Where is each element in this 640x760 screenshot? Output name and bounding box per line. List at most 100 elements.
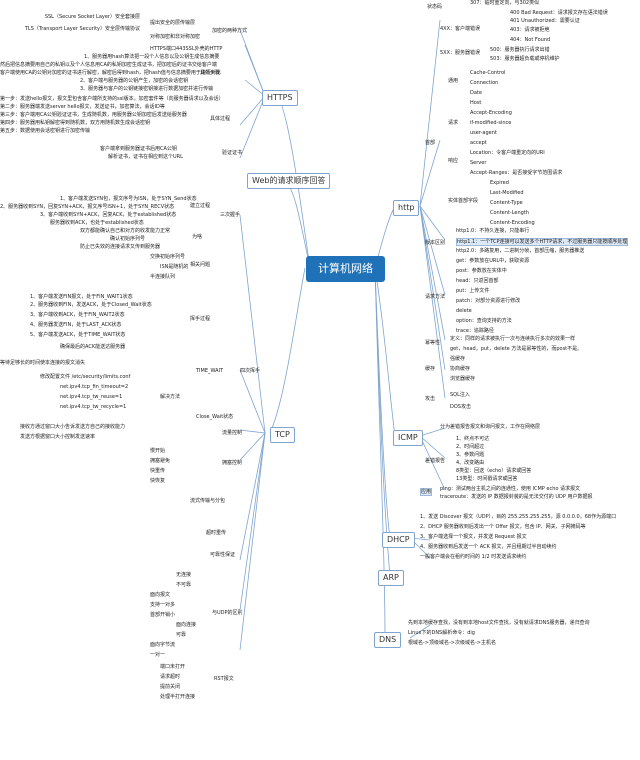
http-q2: Accept-Encoding [470,110,512,116]
tcp-u3: 面向报文 [150,592,171,598]
icmp-e5: 8类型：回送（echo）请求或回答 [456,468,532,474]
https-diff: 加密的两种方式 [212,28,248,34]
http-sc403: 403：请求被拒绝 [510,27,550,33]
http-g2: Connection [470,80,499,86]
http-m7: option：查询支持的方法 [456,318,512,324]
http-m6: delete [456,308,472,314]
icmp-err: 差错报告 [425,458,446,464]
tcp-r2: ISN是随机的 [160,264,189,270]
http-n3: Content-Type [490,200,523,206]
topic-http[interactable]: http [393,200,420,216]
tcp-r3: 半连接队列 [150,274,176,280]
tcp-u5: 首部开销小 [150,612,176,618]
https-c2: 解析证书，证书在相应到这个URL [108,154,183,160]
tcp-cc: 拥塞控制 [222,460,243,466]
tcp-t-3: 面向字节流 [150,642,176,648]
tcp-t4: net.ipv4.tcp_fin_timeout=2 [60,384,129,390]
tcp-s2: 2、服务器收到SYN，回复SYN+ACK，报文序号ISN+1，处于SYN_REC… [0,204,175,210]
http-4xx: 4XX：客户端错误 [440,26,481,32]
http-headers: 首部 [425,140,436,146]
icmp-app: 应用 [420,488,433,496]
tcp-solve: 解决方法 [160,394,181,400]
http-q4: user-agent [470,130,497,136]
topic-web-order[interactable]: Web的请求顺序回答 [247,173,331,189]
https-steps: 具体过程 [210,116,231,122]
http-m2: post：参数放在实体中 [456,268,507,274]
http-g1: Cache-Control [470,70,506,76]
http-v2: http1.1：一个TCP连接可以发送多个HTTP请求，不过服务器只能按顺序处理 [456,238,629,246]
tcp-t3: 修改配置文件 /etc/security/limits.conf [40,374,131,380]
tcp-seq: 流式传输与分包 [190,498,226,504]
tcp-build: 建立过程 [190,203,211,209]
tcp-t2: 等待足够长的时间使本连接的报文消失 [0,360,86,366]
tcp-f4: 4、服务器发送FIN，处于LAST_ACK状态 [30,322,122,328]
dhcp-d5: 一般客户端会在租约时间的 1/2 时发送请求续约 [420,554,527,560]
tcp-r1: 交换初始序列号 [150,254,186,260]
http-m4: put：上传文件 [456,288,490,294]
http-resp: 响应 [448,158,459,164]
tcp-rel: 相关问题 [190,262,211,268]
https-sym: 对称加密和非对称加密 [150,34,201,40]
topic-arp[interactable]: ARP [378,570,404,586]
topic-dns[interactable]: DNS [374,632,402,648]
dns-d3: 根域名->顶级域名->次级域名->主机名 [408,640,496,646]
http-k1: 强缓存 [450,356,466,362]
https-e2: 第二步：服务器端发送server hello报文，发送证书，加密算法，会话ID等 [0,104,165,110]
tcp-rs3: 提前关闭 [160,684,181,690]
http-attack: 攻击 [425,396,436,402]
http-idem: 幂等性 [425,340,441,346]
icmp-e4: 4、改变路由 [456,460,485,466]
http-v1: http1.0：不持久连接，只能串行 [456,228,530,234]
tcp-cc3: 快重传 [150,468,166,474]
http-k2: 协商缓存 [450,366,471,372]
tcp-fl1: 接收方通过窗口大小告诉发送方自己的接收能力 [20,424,126,430]
https-port: HTTPS端口443SSL外壳的HTTP [150,46,223,52]
tcp-why: 为啥 [192,234,203,240]
icmp-e1: 1、终点不可达 [456,436,490,442]
http-q3: if-modified-since [470,120,512,126]
topic-https[interactable]: HTTPS [262,90,298,106]
dhcp-d1: 1、发送 Discover 报文（UDP），目的 255.255.255.255… [420,514,617,520]
https-e5: 第五步：数据使用会话密钥进行加密传输 [0,128,91,134]
tcp-rt: 超时重传 [206,530,227,536]
tcp-fl2: 发送方根据窗口大小控制发送速率 [20,434,96,440]
http-a1: SQL注入 [450,392,470,398]
tcp-cc4: 快恢复 [150,478,166,484]
topic-tcp[interactable]: TCP [270,427,295,443]
root-topic[interactable]: 计算机网络 [306,256,385,282]
http-general: 通用 [448,78,459,84]
tcp-cc1: 慢开始 [150,448,166,454]
https-sec: 提出安全的层传输层 [150,20,196,26]
http-sc400: 400 Bad Request：请求报文存在语法错误 [510,10,608,16]
tcp-w2: 确认初始序列号 [110,236,146,242]
http-k3: 浏览器缓存 [450,376,476,382]
http-ent: 实体首部字段 [448,198,479,204]
tcp-t-2: 可靠 [176,632,187,638]
https-tls: TLS（Transport Layer Security）安全层传输协议 [24,26,140,32]
https-d3: 客户端使用CA的公钥对加密的证书进行解密，解密后得到hash，把hash值与信息… [0,70,221,76]
http-g3: Date [470,90,482,96]
tcp-three: 三次握手 [220,212,241,218]
tcp-close: 挥手过程 [190,316,211,322]
tcp-t6: net.ipv4.tcp_tw_recycle=1 [60,404,127,410]
tcp-lim: 与UDP的区别 [212,610,243,616]
tcp-w1: 双方都能确认自己和对方的收发能力正常 [80,228,171,234]
tcp-u1: 无连接 [176,572,192,578]
icmp-p1: ping：测试两台主机之间的连通性，使用 ICMP echo 请求报文 [440,486,581,492]
dns-d1: 先到本地缓存查找，没有到本地host文件查找，没有就请求DNS服务器，递归查询 [408,620,590,626]
tcp-rs4: 处理半打开连接 [160,694,196,700]
tcp-t-4: 一对一 [150,652,166,658]
http-sc503: 503：服务器超负载或停机维护 [490,56,560,62]
topic-dhcp[interactable]: DHCP [382,532,415,548]
topic-icmp[interactable]: ICMP [393,430,423,446]
icmp-desc: 分为差错报告报文和询问报文，工作在网络层 [440,424,541,430]
http-i1: 定义：同样的请求被执行一次与连续执行多次的效果一样 [450,336,576,342]
http-n4: Content-Length [490,210,529,216]
http-p2: Server [470,160,487,166]
tcp-w3: 防止已失效的连接请求又传到服务器 [80,244,161,250]
http-m8: trace：追踪路径 [456,328,494,334]
https-proc: 具体步骤 [200,70,221,76]
tcp-cc2: 拥塞避免 [150,458,171,464]
